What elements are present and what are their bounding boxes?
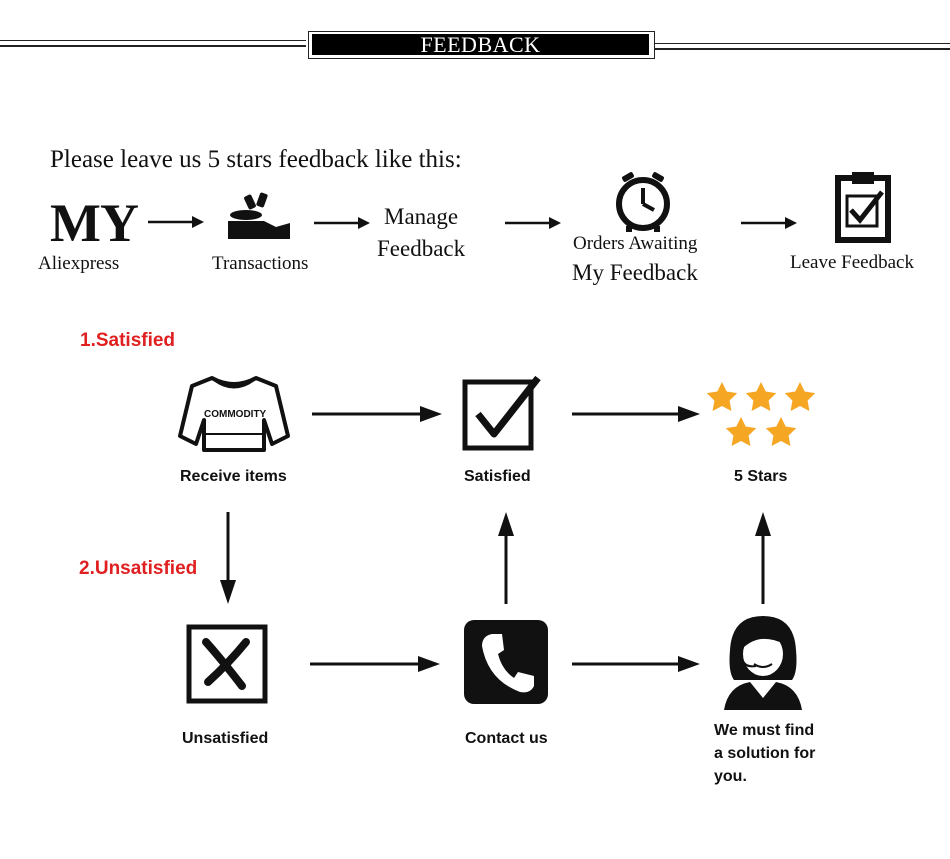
step-manage-label-line1: Manage bbox=[384, 204, 459, 229]
page-title: FEEDBACK bbox=[312, 34, 649, 56]
step-aliexpress-label: Aliexpress bbox=[38, 253, 120, 274]
unsatisfied-heading: 2.Unsatisfied bbox=[79, 558, 198, 579]
step-leave-label: Leave Feedback bbox=[790, 252, 914, 273]
money-hand-icon bbox=[228, 192, 290, 239]
arrow-right-icon bbox=[572, 656, 700, 672]
arrow-right-icon bbox=[314, 217, 370, 229]
header-rule-left-bottom bbox=[0, 45, 306, 47]
step-transactions-label: Transactions bbox=[212, 253, 309, 274]
arrow-right-icon bbox=[572, 406, 700, 422]
arrow-right-icon bbox=[310, 656, 440, 672]
solution-label-line1: We must find bbox=[714, 722, 815, 739]
contact-us-label: Contact us bbox=[465, 730, 548, 747]
title-frame bbox=[308, 31, 655, 59]
arrow-right-icon bbox=[312, 406, 442, 422]
satisfied-heading: 1.Satisfied bbox=[80, 330, 176, 351]
checkbox-checked-icon bbox=[462, 375, 541, 451]
five-stars-label: 5 Stars bbox=[734, 468, 788, 485]
step-orders-label-line1: Orders Awaiting bbox=[573, 233, 698, 254]
arrow-down-icon bbox=[220, 512, 236, 604]
header-rule-left-top bbox=[0, 40, 306, 41]
five-stars-icon bbox=[706, 382, 816, 446]
satisfied-label: Satisfied bbox=[464, 468, 531, 485]
arrow-up-icon bbox=[755, 512, 771, 604]
arrow-up-icon bbox=[498, 512, 514, 604]
my-logo-text: MY bbox=[50, 193, 139, 253]
header-rule-right-bottom bbox=[655, 48, 950, 50]
arrow-right-icon bbox=[148, 216, 204, 228]
phone-icon bbox=[464, 620, 548, 704]
solution-label-line3: you. bbox=[714, 768, 747, 785]
arrow-right-icon bbox=[505, 217, 561, 229]
step-manage-label-line2: Feedback bbox=[377, 236, 466, 261]
unsatisfied-label: Unsatisfied bbox=[182, 730, 269, 747]
receive-items-label: Receive items bbox=[180, 468, 287, 485]
step-orders-label-line2: My Feedback bbox=[572, 260, 698, 285]
sweater-icon bbox=[178, 376, 290, 452]
checkbox-x-icon bbox=[186, 624, 268, 704]
clock-icon bbox=[616, 172, 670, 232]
commodity-label: COMMODITY bbox=[204, 409, 267, 420]
clipboard-check-icon bbox=[835, 172, 891, 243]
arrow-right-icon bbox=[741, 217, 797, 229]
support-agent-icon bbox=[724, 616, 802, 710]
intro-text: Please leave us 5 stars feedback like th… bbox=[50, 146, 462, 173]
header-rule-right-top bbox=[655, 43, 950, 44]
solution-label-line2: a solution for bbox=[714, 745, 816, 762]
